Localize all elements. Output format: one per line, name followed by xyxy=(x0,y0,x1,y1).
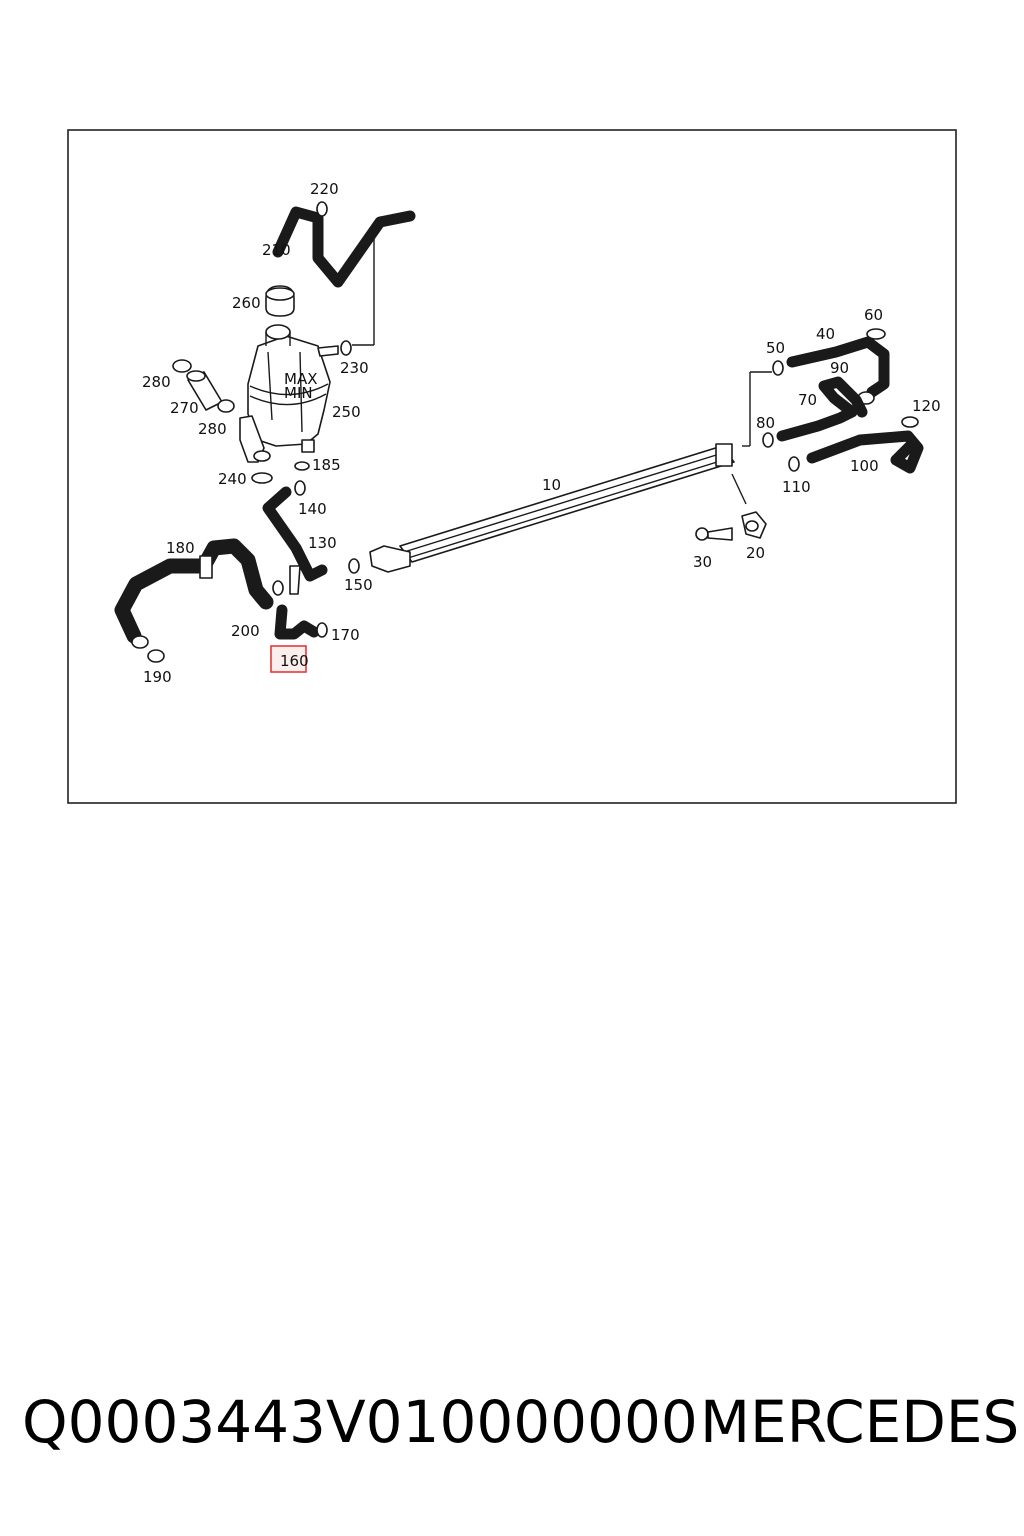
expansion-tank-250 xyxy=(239,324,339,463)
clamp-170 xyxy=(316,622,328,638)
clamp-120 xyxy=(901,416,919,428)
callout-210: 210 xyxy=(262,241,291,259)
callout-270: 270 xyxy=(170,399,199,417)
hose-180 xyxy=(114,538,301,644)
callout-20: 20 xyxy=(746,544,765,562)
diagram-frame xyxy=(67,129,957,804)
callout-280-upper: 280 xyxy=(142,373,171,391)
clamp-200 xyxy=(272,580,284,596)
callout-130: 130 xyxy=(308,534,337,552)
callout-120: 120 xyxy=(912,397,941,415)
callout-30: 30 xyxy=(693,553,712,571)
callout-150: 150 xyxy=(344,576,373,594)
clamp-150 xyxy=(348,558,360,574)
callout-70: 70 xyxy=(798,391,817,409)
hose-70 xyxy=(776,376,868,442)
callout-220: 220 xyxy=(310,180,339,198)
brand-name: MERCEDES xyxy=(700,1388,1020,1456)
clamp-60 xyxy=(866,328,886,340)
clamp-50 xyxy=(772,360,784,376)
hose-40 xyxy=(786,336,890,398)
callout-280-lower: 280 xyxy=(198,420,227,438)
screw-30 xyxy=(695,527,733,541)
part-caption: Q0003443V010000000 MERCEDES xyxy=(22,1388,1019,1458)
clamp-220 xyxy=(316,201,328,217)
callout-240: 240 xyxy=(218,470,247,488)
callout-180: 180 xyxy=(166,539,195,557)
callout-185: 185 xyxy=(312,456,341,474)
clamp-110 xyxy=(788,456,800,472)
callout-260: 260 xyxy=(232,294,261,312)
tank-max-mark: MAX xyxy=(284,370,317,388)
callout-50: 50 xyxy=(766,339,785,357)
callout-110: 110 xyxy=(782,478,811,496)
part-number-code: Q0003443V010000000 xyxy=(22,1388,698,1456)
callout-190: 190 xyxy=(143,668,172,686)
callout-250: 250 xyxy=(332,403,361,421)
clamp-185 xyxy=(294,461,310,471)
callout-60: 60 xyxy=(864,306,883,324)
clamp-240 xyxy=(251,472,273,484)
clamp-80 xyxy=(762,432,774,448)
callout-80: 80 xyxy=(756,414,775,432)
clamp-190 xyxy=(131,635,165,663)
bracket-20 xyxy=(741,511,767,539)
callout-160: 160 xyxy=(280,652,309,670)
hose-160 xyxy=(274,604,320,640)
coolant-pipe-10 xyxy=(369,371,772,573)
callout-10: 10 xyxy=(542,476,561,494)
callout-140: 140 xyxy=(298,500,327,518)
clamp-280-lower xyxy=(217,399,235,413)
highlight-box-160 xyxy=(270,645,307,673)
callout-100: 100 xyxy=(850,457,879,475)
clamp-230 xyxy=(340,340,352,356)
hose-100 xyxy=(806,430,924,474)
callout-200: 200 xyxy=(231,622,260,640)
clamp-280-upper xyxy=(172,359,192,373)
cap-260 xyxy=(265,285,295,317)
callout-90: 90 xyxy=(830,359,849,377)
hose-210 xyxy=(272,206,416,346)
hose-130 xyxy=(262,486,328,582)
callout-230: 230 xyxy=(340,359,369,377)
callout-170: 170 xyxy=(331,626,360,644)
tank-min-mark: MIN xyxy=(284,384,313,402)
callout-40: 40 xyxy=(816,325,835,343)
clamp-140 xyxy=(294,480,306,496)
